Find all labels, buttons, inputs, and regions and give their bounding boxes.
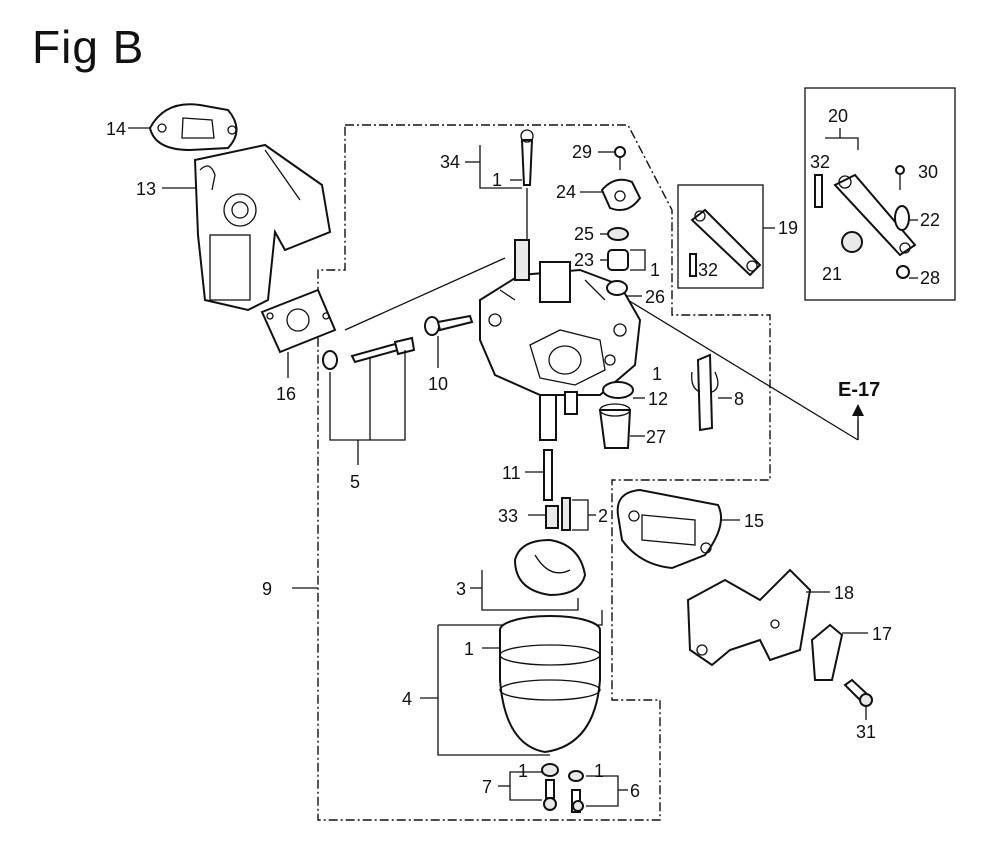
callout-1-e: 1 [518,761,528,781]
callout-1-d: 1 [464,639,474,659]
part-5-screws [322,336,416,370]
figure-title: Fig B [32,21,145,73]
part-27-jet [598,403,632,449]
part-4-float-bowl [499,615,601,754]
callout-23: 23 [574,250,594,270]
callout-5: 5 [350,472,360,492]
part-16-gasket [260,288,337,354]
part-17-clamp [810,623,844,681]
callout-2: 2 [598,506,608,526]
part-6-drain-screw [568,770,584,813]
callout-26: 26 [645,287,665,307]
callout-25: 25 [574,224,594,244]
callout-16: 16 [276,384,296,404]
callout-33: 33 [498,506,518,526]
callout-18: 18 [834,583,854,603]
part-25-spring [607,227,629,241]
callout-1-f: 1 [594,761,604,781]
callout-31: 31 [856,722,876,742]
callout-11: 11 [502,463,521,483]
callout-7: 7 [482,777,492,797]
part-7-drain-bolt [541,763,559,811]
part-11-needle [543,449,553,501]
callout-4: 4 [402,689,412,709]
part-10-screw [424,314,474,336]
callout-9: 9 [262,579,272,599]
part-13-insulator-bracket [193,143,332,312]
callout-1-a: 1 [492,170,502,190]
reference-arrow-icon [852,404,864,416]
callout-14: 14 [106,119,126,139]
callout-13: 13 [136,179,156,199]
part-33-jet [545,505,559,529]
reference-e17: E-17 [838,379,880,401]
callout-22: 22 [920,210,940,230]
part-31-bolt [843,678,873,707]
part-34-screw [520,129,534,186]
callout-24: 24 [556,182,576,202]
part-20-lever-assembly [814,165,917,279]
part-18-bracket [686,568,812,667]
callout-29: 29 [572,142,592,162]
callout-28: 28 [920,268,940,288]
part-19-box [677,184,764,289]
callout-6: 6 [630,781,640,801]
callout-32-b: 32 [810,152,830,172]
callout-1-b: 1 [650,260,660,280]
part-19-lever [689,208,762,277]
callout-8: 8 [734,389,744,409]
part-2-spring [561,497,571,531]
callout-21: 21 [822,264,842,284]
part-20-panel [804,87,956,301]
part-23-valve [607,249,629,271]
assembly-boundary [317,124,771,821]
callout-30: 30 [918,162,938,182]
callout-15: 15 [744,511,764,531]
callout-34: 34 [440,152,460,172]
callout-27: 27 [646,427,666,447]
callout-12: 12 [648,389,668,409]
part-8-float-pin [691,353,719,432]
callout-3: 3 [456,579,466,599]
part-24-cover [600,178,642,211]
part-15-insulator [616,488,722,570]
part-29-screw [614,146,626,170]
callout-19: 19 [778,218,798,238]
callout-10: 10 [428,374,448,394]
carburetor-body [479,239,642,441]
callout-32-a: 32 [698,260,718,280]
part-26-oring [606,280,628,296]
part-12-gasket [602,381,634,399]
callout-20: 20 [828,106,848,126]
callout-17: 17 [872,624,892,644]
callout-1-c: 1 [652,364,662,384]
part-14-gasket [148,103,238,152]
part-3-float [513,538,587,597]
